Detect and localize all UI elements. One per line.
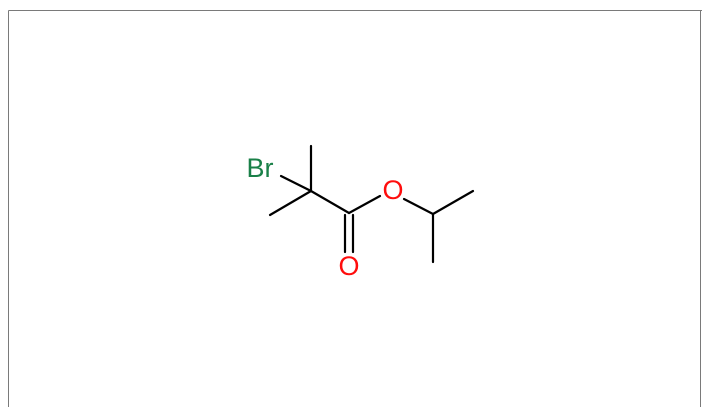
bond-quaternary-carbon-to-left-methyl	[268, 189, 313, 217]
bond-quaternary-carbon-to-bromine	[279, 174, 313, 193]
bond-quaternary-carbon-to-carbonyl-carbon	[309, 189, 351, 215]
bond-ester-oxygen-to-methine-carbon	[402, 197, 435, 216]
ester-oxygen-atom-label: O	[382, 175, 403, 205]
bond-carbonyl-carbon-to-ester-oxygen	[347, 194, 382, 215]
bromine-atom-label: Br	[247, 153, 274, 183]
carbonyl-oxygen-atom-label: O	[338, 251, 359, 281]
bond-methine-to-right-methyl	[431, 189, 475, 216]
